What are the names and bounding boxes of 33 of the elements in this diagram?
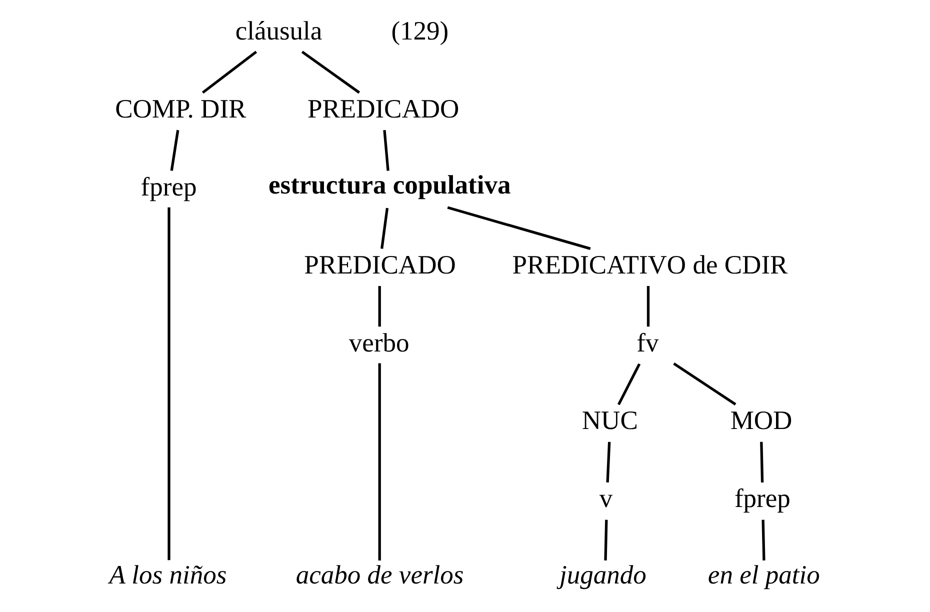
node-text: PREDICATIVO de CDIR [512, 249, 788, 280]
node-text: PREDICADO [307, 93, 460, 124]
node-text: PREDICADO [304, 249, 456, 280]
label: (129) [391, 16, 449, 46]
connector [170, 130, 180, 171]
node-text: v [599, 483, 613, 514]
connector [646, 286, 650, 327]
node-text: fv [636, 327, 659, 358]
connector [378, 363, 381, 561]
node-text: verbo [348, 327, 410, 358]
connector [762, 520, 766, 560]
connector [606, 442, 611, 483]
connector [604, 520, 608, 560]
node-text: COMP. DIR [115, 93, 246, 124]
connector [168, 207, 170, 560]
node-text: fprep [140, 171, 197, 202]
node-text: A los niños [109, 559, 227, 590]
node-text: acabo de verlos [296, 559, 464, 590]
node-text: MOD [730, 405, 792, 436]
node-text: cláusula [235, 16, 322, 46]
connector [673, 362, 736, 406]
connector [617, 363, 641, 406]
node-text: estructura copulativa [268, 170, 511, 200]
node-text: en el patio [708, 559, 820, 590]
connector [447, 206, 591, 250]
connector [378, 286, 381, 327]
node-text: NUC [582, 405, 638, 436]
connector [380, 208, 389, 249]
connector [202, 50, 258, 94]
connector [760, 442, 764, 483]
node-text: fprep [734, 483, 790, 514]
connector [383, 130, 390, 171]
connector [301, 50, 360, 94]
